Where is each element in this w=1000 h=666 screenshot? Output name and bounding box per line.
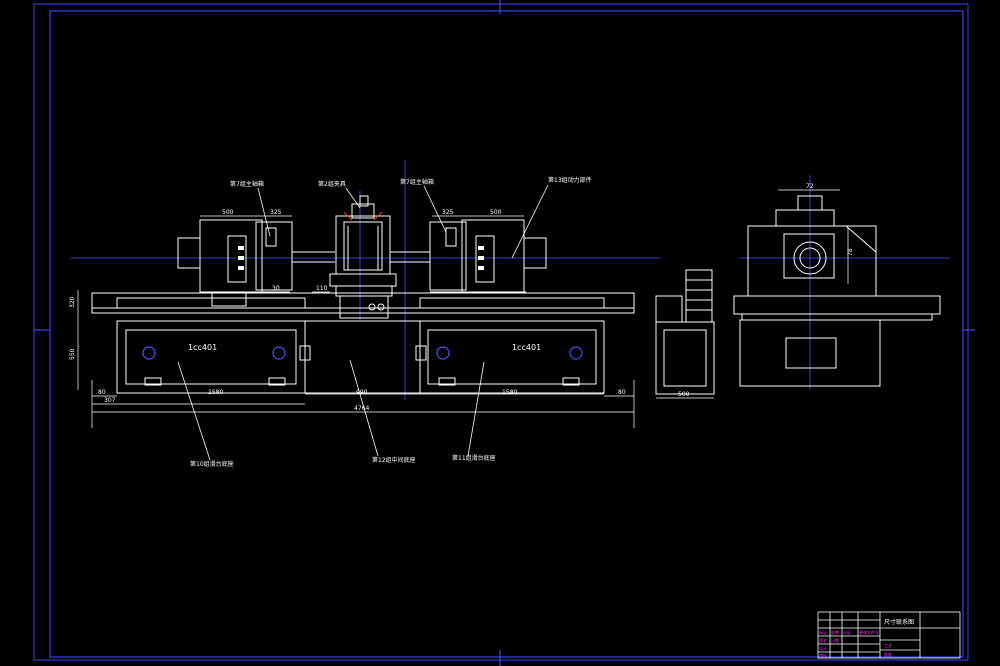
tb-small-2: 审核 [819, 652, 827, 658]
callout-right-head: 第7组主轴箱 [400, 178, 434, 186]
tb-small-3: 工艺 [884, 643, 892, 648]
tb-label-4: 更改文件号 [859, 629, 879, 635]
dim-320: 320 [69, 296, 76, 308]
tb-label-5: 签名 [819, 637, 827, 643]
tb-label-2: 处数 [831, 629, 839, 635]
dim-1580-left: 1580 [208, 389, 223, 396]
anchor-holes [142, 346, 583, 360]
dim-4764: 4764 [354, 405, 369, 412]
centerlines [70, 160, 950, 400]
callout-center-fixture: 第2组夹具 [318, 180, 346, 188]
dim-78: 78 [847, 248, 854, 256]
leader-lines [177, 184, 549, 461]
callout-center-base: 第12组中间底座 [372, 456, 416, 464]
dim-1580-right: 1580 [502, 389, 517, 396]
dim-550: 550 [69, 348, 76, 360]
callout-left-head: 第7组主轴箱 [230, 180, 264, 188]
dim-80-right: 80 [618, 389, 626, 396]
dim-307: 307 [104, 397, 116, 404]
dim-325-left: 325 [270, 209, 282, 216]
tb-label-1: 标记 [819, 629, 827, 635]
slide-label-left: 1cc401 [188, 343, 217, 352]
dim-325-right: 325 [442, 209, 454, 216]
dim-500-left: 500 [222, 209, 234, 216]
fixture-clamp [343, 211, 383, 221]
drawing-title: 尺寸联系图 [884, 618, 914, 626]
dim-80-left: 80 [98, 389, 106, 396]
front-elevation-view [91, 195, 635, 394]
motor-details [238, 246, 484, 270]
callout-right-base: 第11组滑台底座 [452, 454, 496, 462]
end-view [733, 195, 941, 387]
dim-500-side: 500 [678, 391, 690, 398]
tb-label-3: 分区 [843, 629, 851, 635]
drawing-frame [33, 0, 975, 666]
dim-110: 110 [316, 285, 328, 292]
side-view-small [655, 269, 715, 395]
tb-label-6: 日期 [831, 637, 839, 643]
dimension-lines [77, 189, 849, 428]
tb-small-4: 批准 [884, 651, 892, 657]
dim-500-right: 500 [490, 209, 502, 216]
callout-left-base: 第10组滑台底座 [190, 460, 234, 468]
callout-right-motor: 第13组动力部件 [548, 176, 592, 184]
title-block-labels: 标记 处数 分区 更改文件号 签名 日期 设计 审核 工艺 批准 [819, 629, 892, 658]
dim-72: 72 [806, 183, 814, 190]
slide-label-right: 1cc401 [512, 343, 541, 352]
tb-small-1: 设计 [819, 645, 827, 651]
title-block [817, 611, 961, 659]
dim-990: 990 [356, 389, 368, 396]
dim-30: 30 [272, 285, 280, 292]
